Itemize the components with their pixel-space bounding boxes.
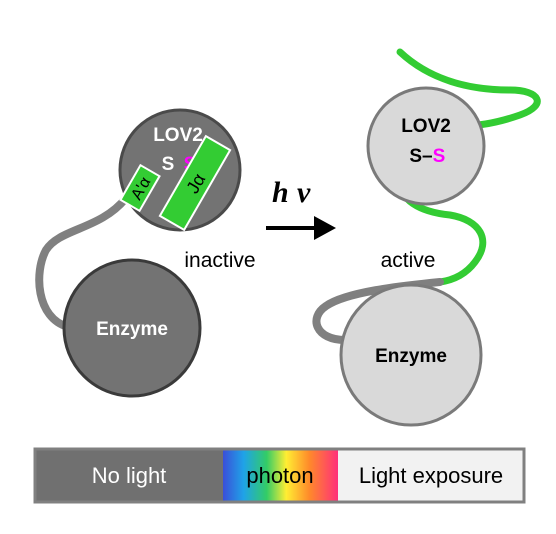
transition-arrow (266, 216, 336, 240)
inactive-enzyme (62, 258, 202, 398)
active-bond-left: S– (409, 146, 432, 167)
inactive-lov2-label: LOV2 (153, 125, 203, 146)
inactive-sulfur-left: S (162, 154, 175, 175)
inactive-linker (35, 194, 130, 331)
frequency-nu: ν (297, 176, 311, 209)
legend-photon-segment (223, 449, 338, 502)
legend-light-label: Light exposure (359, 463, 503, 488)
legend-light-segment (338, 449, 524, 502)
inactive-state-label: inactive (184, 249, 255, 272)
active-state-label: active (381, 249, 436, 272)
active-bond-right: S (433, 146, 446, 167)
legend-border (33, 447, 526, 504)
active-lov2-domain (366, 86, 486, 206)
active-enzyme (339, 283, 483, 427)
inactive-helix-j: Jα (158, 134, 232, 232)
light-legend-bar: No light photon Light exposure (33, 447, 526, 504)
legend-dark-segment (35, 449, 223, 502)
legend-photon-label: photon (246, 463, 313, 488)
light-transition: h ν (266, 176, 336, 240)
active-enzyme-label: Enzyme (375, 346, 447, 367)
inactive-enzyme-label: Enzyme (96, 319, 168, 340)
planck-h: h (272, 176, 289, 209)
active-state: LOV2 S– S Enzyme active (312, 48, 541, 427)
inactive-state: LOV2 S S A'α Jα Enzyme inactive (35, 108, 256, 398)
legend-dark-label: No light (92, 463, 167, 488)
active-lov2-label: LOV2 (401, 116, 451, 137)
active-released-helix-j (396, 48, 541, 130)
